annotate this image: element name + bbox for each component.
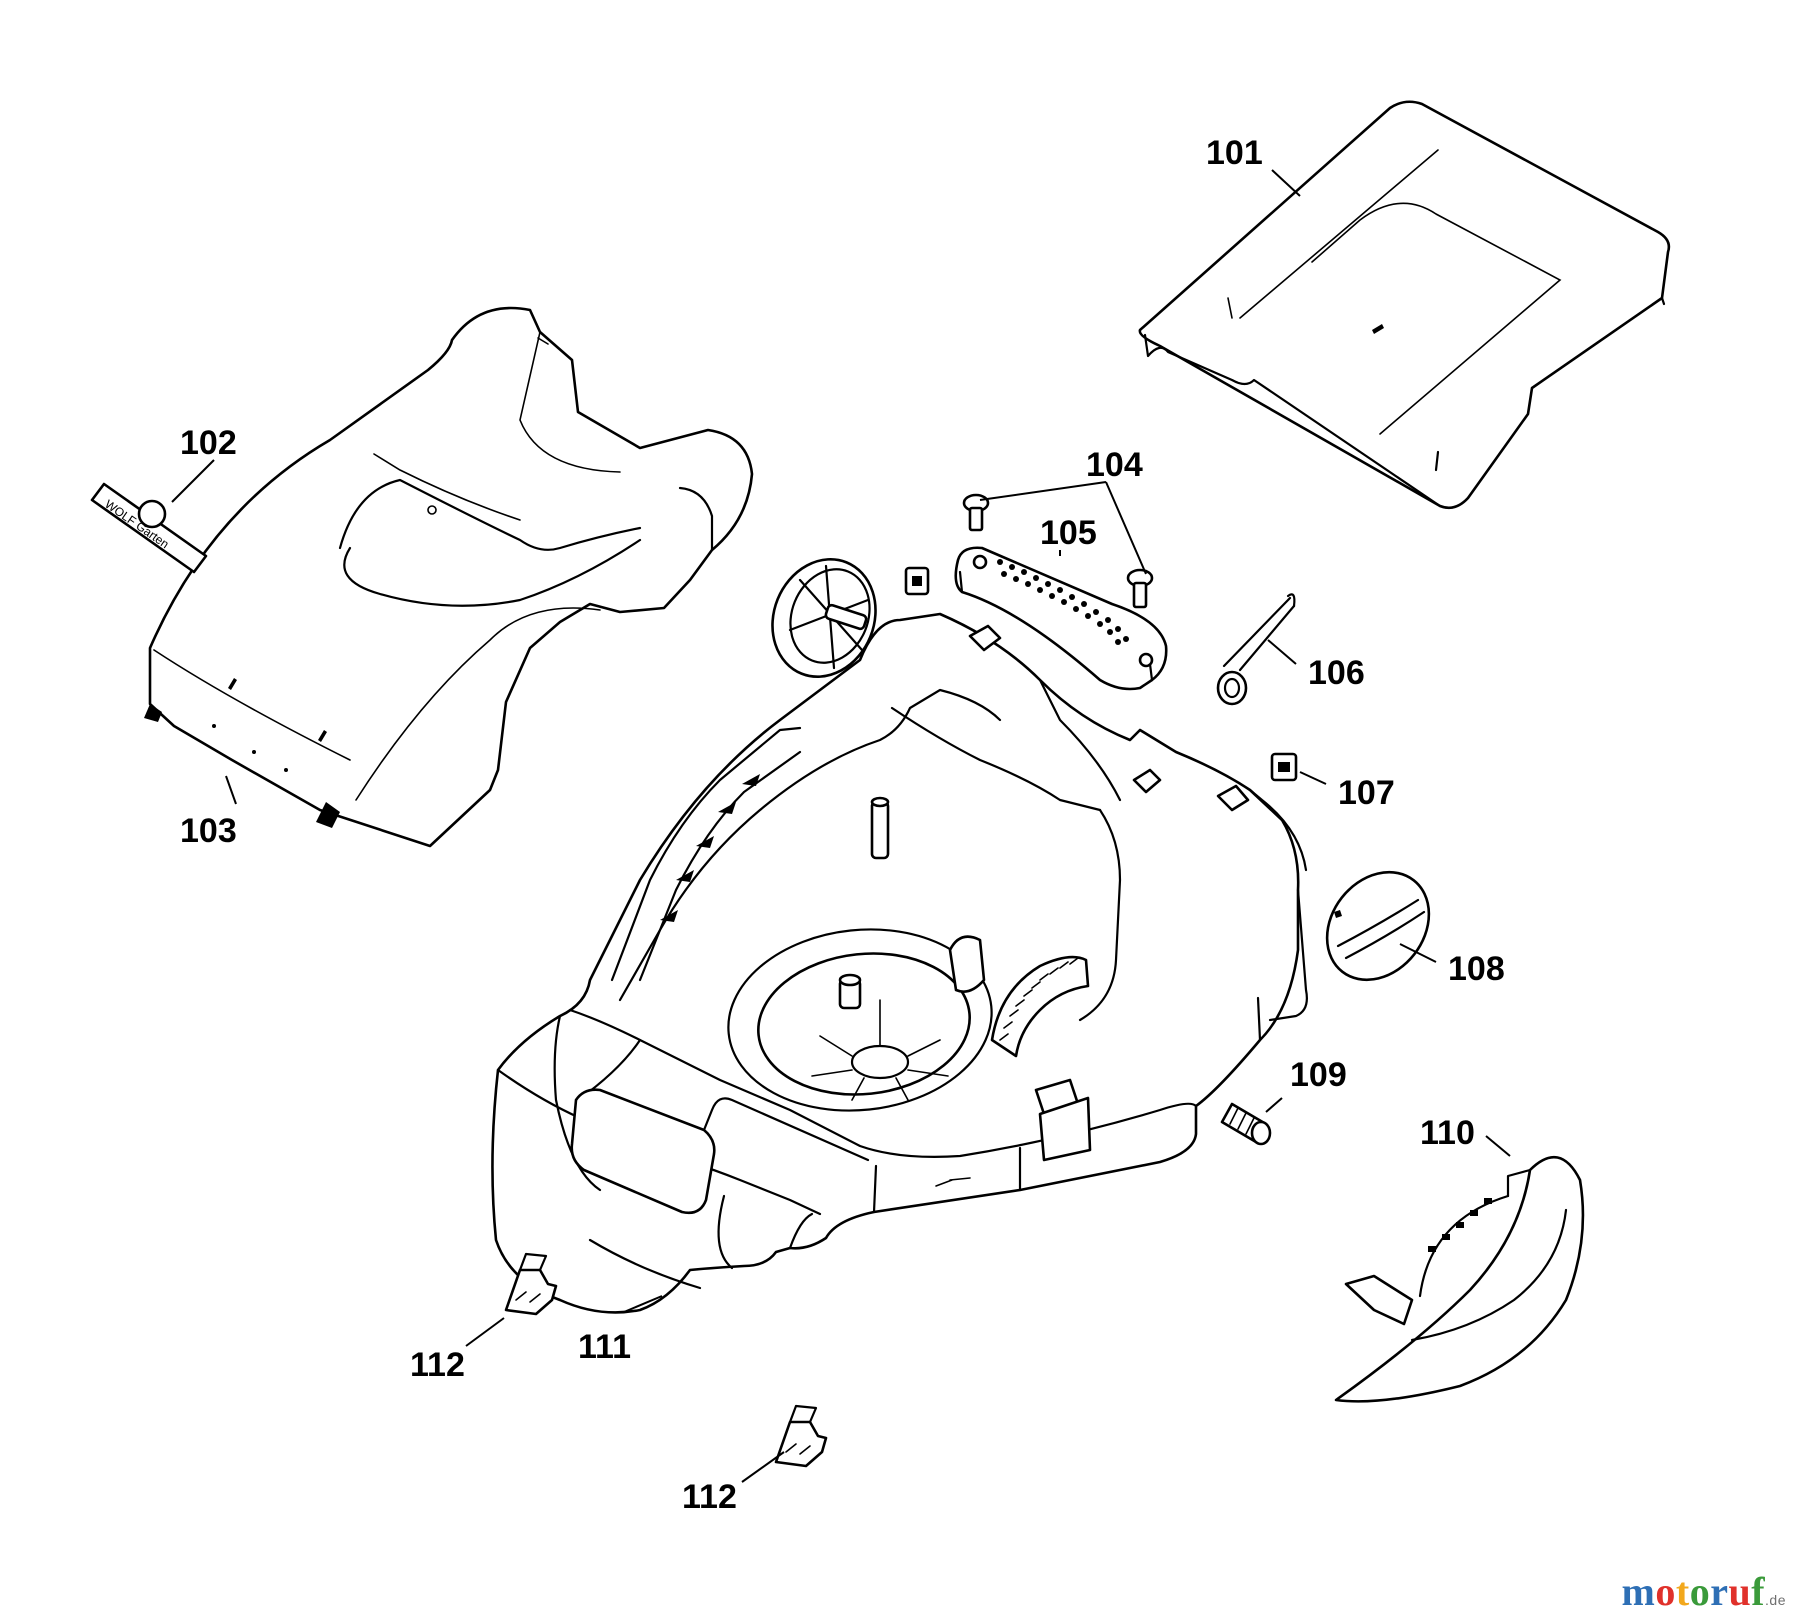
part-106-torsion-spring — [1216, 593, 1296, 706]
watermark-letter: o — [1689, 1569, 1711, 1614]
square-nut-icon — [904, 566, 930, 596]
callout-103: 103 — [180, 812, 237, 850]
watermark-letter: t — [1675, 1569, 1690, 1614]
callout-104: 104 — [1086, 446, 1143, 484]
part-112-clip — [774, 1404, 828, 1468]
part-111-mower-deck — [491, 612, 1308, 1314]
part-102-brand-badge: WOLF Garten — [90, 482, 208, 574]
callout-112: 112 — [410, 1346, 465, 1384]
part-110-side-flap — [1334, 1155, 1585, 1403]
callout-107: 107 — [1338, 774, 1395, 812]
leader-lines — [171, 169, 1511, 1483]
watermark-suffix: .de — [1765, 1592, 1786, 1608]
callout-101: 101 — [1206, 134, 1263, 172]
callout-105: 105 — [1040, 514, 1097, 552]
motoruf-watermark-logo: motoruf.de — [1622, 1568, 1786, 1615]
watermark-letter: m — [1621, 1569, 1656, 1614]
part-109-spacer-sleeve — [1220, 1102, 1272, 1146]
part-103-motor-cover — [144, 306, 754, 848]
part-105-handle-bracket — [954, 546, 1168, 691]
callout-106: 106 — [1308, 654, 1365, 692]
watermark-letter: r — [1710, 1569, 1729, 1614]
callout-112: 112 — [682, 1478, 737, 1516]
part-107-square-nut — [1270, 752, 1298, 782]
watermark-letter: u — [1728, 1569, 1752, 1614]
callout-labels: 101 102 103 104 105 106 107 108 109 110 … — [180, 134, 1505, 1516]
callout-102: 102 — [180, 424, 237, 462]
callout-110: 110 — [1420, 1114, 1475, 1152]
callout-108: 108 — [1448, 950, 1505, 988]
callout-109: 109 — [1290, 1056, 1347, 1094]
bolt-icon — [962, 493, 990, 532]
wheel-hub — [771, 558, 877, 678]
watermark-letter: f — [1751, 1569, 1766, 1614]
grip-dots — [997, 559, 1129, 645]
bolt-icon — [1126, 568, 1154, 609]
part-108-height-adjust-knob — [1325, 870, 1431, 982]
watermark-letter: o — [1655, 1569, 1676, 1614]
callout-111: 111 — [578, 1328, 631, 1366]
part-112-clip — [504, 1252, 558, 1316]
part-101-grass-catcher-lid — [1138, 100, 1671, 510]
